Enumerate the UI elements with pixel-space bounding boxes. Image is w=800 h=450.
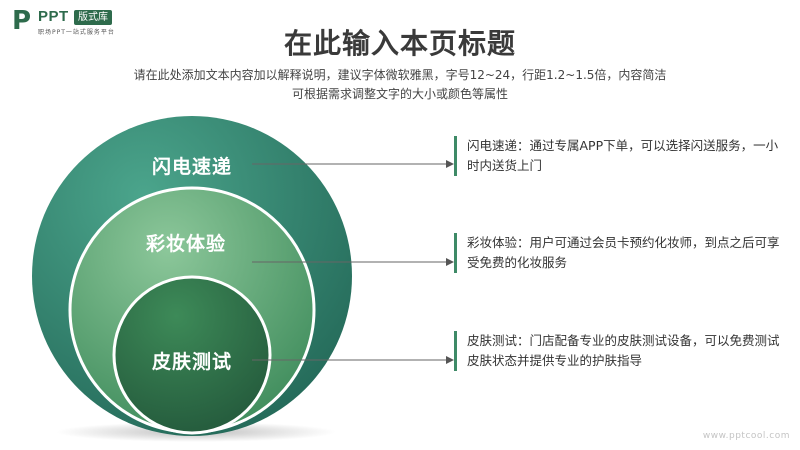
page-subtitle: 请在此处添加文本内容加以解释说明，建议字体微软雅黑，字号12~24，行距1.2~… (0, 66, 800, 104)
brand-logo: P PPT 版式库 职场PPT一站式服务平台 (12, 7, 162, 37)
connector-3 (252, 356, 454, 364)
circle-label-inner: 皮肤测试 (151, 351, 232, 373)
inner-circle (112, 275, 272, 435)
connector-2 (252, 258, 454, 266)
subtitle-line-1: 请在此处添加文本内容加以解释说明，建议字体微软雅黑，字号12~24，行距1.2~… (133, 68, 667, 82)
description-3: 皮肤测试：门店配备专业的皮肤测试设备，可以免费测试皮肤状态并提供专业的护肤指导 (454, 331, 782, 371)
page-title: 在此输入本页标题 (283, 27, 516, 60)
connector-1 (252, 160, 454, 168)
description-2: 彩妆体验：用户可通过会员卡预约化妆师，到点之后可享受免费的化妆服务 (454, 233, 782, 273)
logo-tag: 版式库 (74, 10, 112, 25)
description-1: 闪电速递：通过专属APP下单，可以选择闪送服务，一小时内送货上门 (454, 136, 782, 176)
watermark: www.pptcool.com (702, 431, 790, 441)
subtitle-line-2: 可根据需求调整文字的大小或颜色等属性 (291, 87, 508, 101)
circle-label-middle: 彩妆体验 (145, 233, 226, 255)
circle-label-outer: 闪电速递 (151, 156, 232, 178)
logo-mark-icon: P (12, 6, 32, 36)
logo-brand-text: PPT (38, 8, 69, 25)
logo-subtitle: 职场PPT一站式服务平台 (38, 29, 115, 36)
